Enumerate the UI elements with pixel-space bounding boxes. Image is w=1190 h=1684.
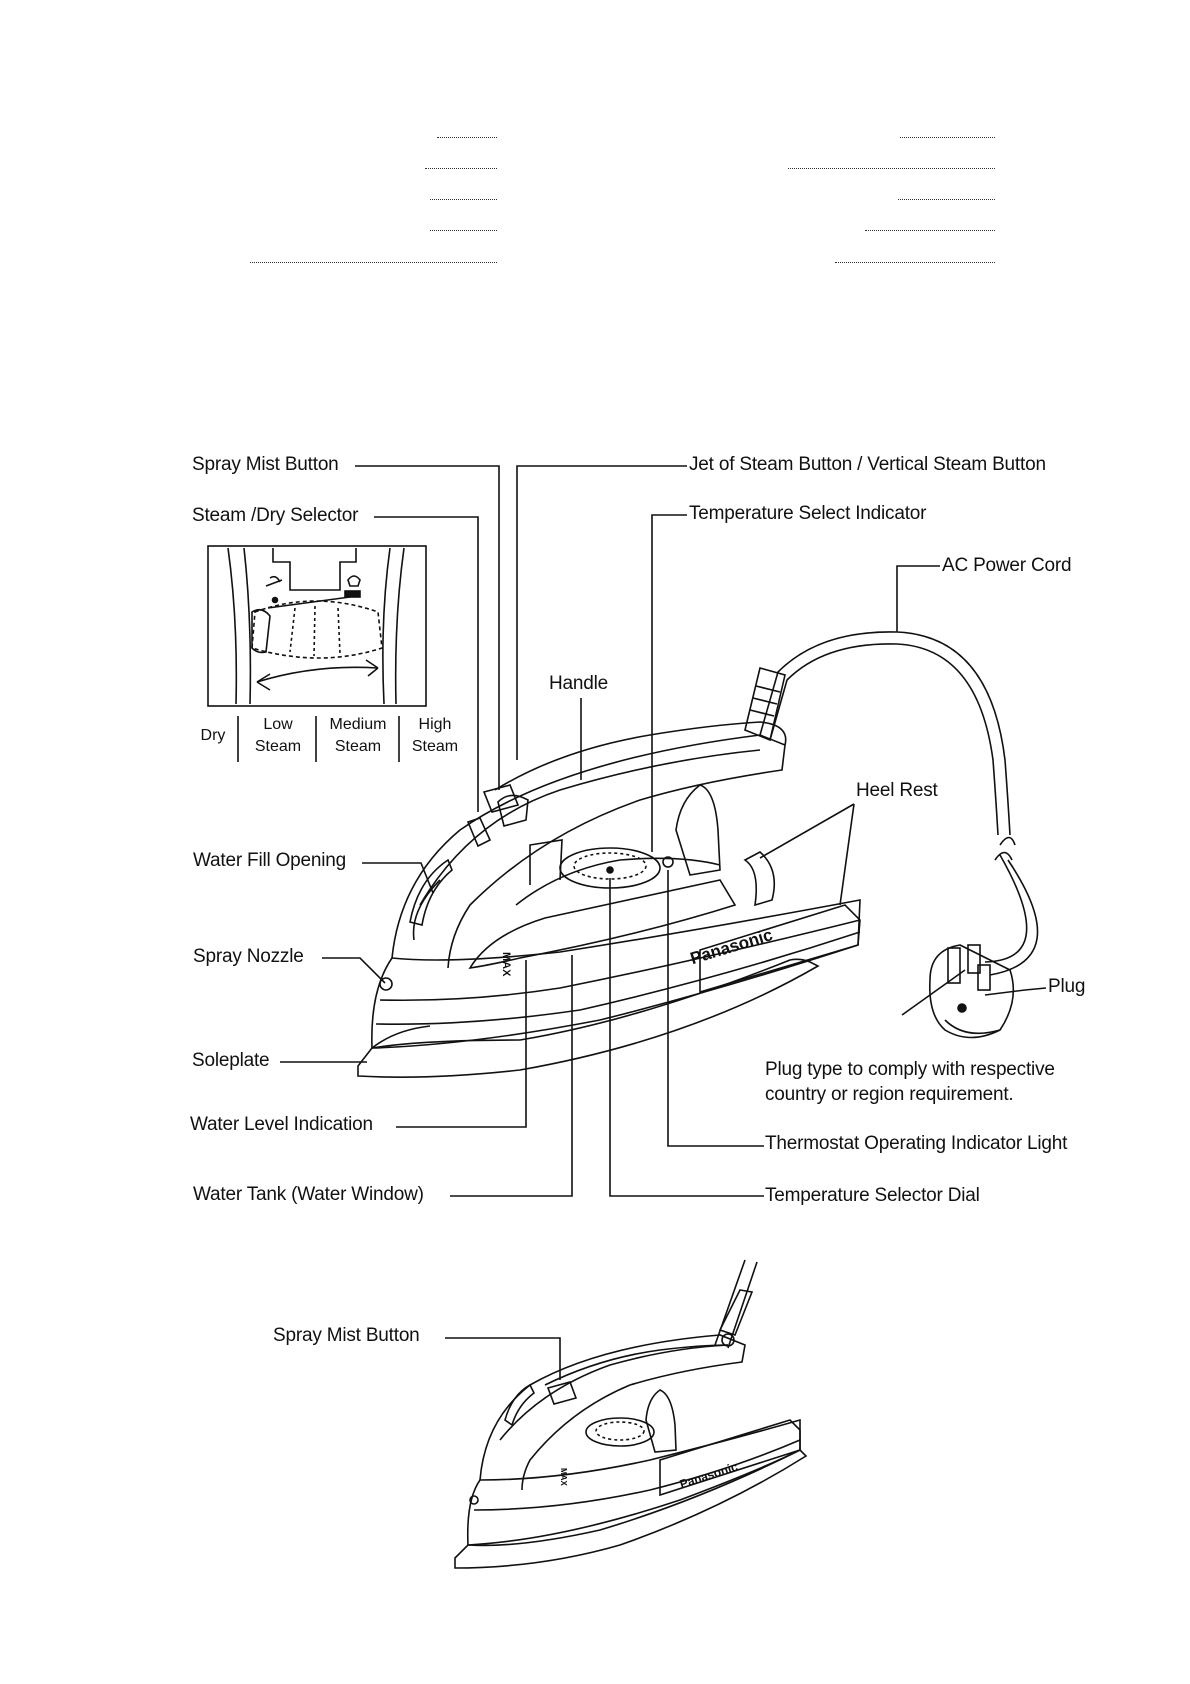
label-water-tank: Water Tank (Water Window) <box>193 1184 424 1205</box>
dotted-line <box>788 168 995 169</box>
label-handle: Handle <box>549 673 609 694</box>
selector-inset-box <box>207 545 427 707</box>
selector-low-line1: Low <box>263 716 293 733</box>
water-window <box>468 879 737 970</box>
label-plug: Plug <box>1048 976 1086 997</box>
leader-water-fill <box>362 862 434 894</box>
label-heel-rest: Heel Rest <box>856 780 938 801</box>
dotted-line <box>437 137 497 138</box>
dotted-line <box>898 199 995 200</box>
handle-2 <box>544 1344 729 1386</box>
selector-medium-steam: Medium Steam <box>318 714 398 758</box>
dotted-line <box>425 168 497 169</box>
leader-spray-mist-2 <box>445 1337 561 1380</box>
leader-plug <box>984 987 1047 996</box>
label-jet-of-steam-button: Jet of Steam Button / Vertical Steam But… <box>689 454 1046 475</box>
handle-rear-post <box>675 784 721 876</box>
dotted-line <box>430 199 497 200</box>
dotted-line <box>430 230 497 231</box>
selector-low-line2: Steam <box>254 738 302 755</box>
steam-dry-selector <box>466 817 492 848</box>
dotted-line <box>900 137 995 138</box>
label-plug-note-line2: country or region requirement. <box>765 1084 1014 1105</box>
ac-power-cord <box>759 631 1011 836</box>
temperature-selector-dial <box>559 847 661 889</box>
label-temperature-selector-dial: Temperature Selector Dial <box>765 1185 980 1206</box>
leader-water-level <box>396 960 527 1128</box>
selector-high-line1: High <box>418 716 452 733</box>
selector-high-line2: Steam <box>411 738 459 755</box>
leader-temp-dial <box>609 878 764 1197</box>
dotted-line <box>865 230 995 231</box>
label-plug-note-line1: Plug type to comply with respective <box>765 1059 1055 1080</box>
label-ac-power-cord: AC Power Cord <box>942 555 1072 576</box>
leader-spray-mist <box>355 465 500 790</box>
leader-steam-dry <box>374 516 479 812</box>
temperature-selector-dial-2 <box>585 1417 655 1447</box>
handle <box>494 721 787 791</box>
label-soleplate: Soleplate <box>192 1050 270 1071</box>
selector-medium-line1: Medium <box>329 716 387 733</box>
jet-of-steam-button <box>497 794 529 827</box>
leader-water-tank <box>450 955 573 1197</box>
label-water-fill-opening: Water Fill Opening <box>193 850 347 871</box>
water-max-marking-2: MAX <box>559 1468 568 1486</box>
iron-upper-shell <box>391 734 786 969</box>
dotted-line <box>835 262 995 263</box>
leader-temp-indicator <box>651 514 687 852</box>
label-steam-dry-selector: Steam /Dry Selector <box>192 505 359 526</box>
label-thermostat-indicator: Thermostat Operating Indicator Light <box>765 1133 1068 1154</box>
label-spray-mist-button-2: Spray Mist Button <box>273 1325 420 1346</box>
leader-thermostat <box>667 870 764 1147</box>
plug <box>928 944 1015 1039</box>
leader-jet-steam <box>516 465 687 760</box>
iron-body <box>371 899 861 1049</box>
thermostat-indicator-light <box>662 856 674 868</box>
iron-body-2 <box>466 1418 801 1547</box>
label-temperature-select-indicator: Temperature Select Indicator <box>689 503 927 524</box>
selector-dry: Dry <box>194 725 232 747</box>
spray-mist-button <box>482 784 520 813</box>
leader-ac-cord <box>896 565 940 632</box>
label-water-level-indication: Water Level Indication <box>190 1114 373 1135</box>
leader-heel-rest-a <box>759 803 855 859</box>
leader-heel-rest-b <box>839 803 855 906</box>
heel-rest <box>699 904 861 994</box>
selector-high-steam: High Steam <box>402 714 468 758</box>
water-fill-opening <box>409 858 453 926</box>
selector-dry-label: Dry <box>200 727 226 744</box>
label-spray-nozzle: Spray Nozzle <box>193 946 304 967</box>
selector-medium-line2: Steam <box>334 738 382 755</box>
soleplate <box>357 958 820 1078</box>
soleplate-2 <box>454 1449 808 1569</box>
label-spray-mist-button: Spray Mist Button <box>192 454 339 475</box>
water-max-marking: MAX <box>500 952 512 977</box>
spray-nozzle <box>379 977 393 991</box>
dotted-line <box>250 262 497 263</box>
leader-spray-nozzle <box>322 957 386 984</box>
selector-low-steam: Low Steam <box>242 714 314 758</box>
leader-plug-note <box>901 969 966 1016</box>
